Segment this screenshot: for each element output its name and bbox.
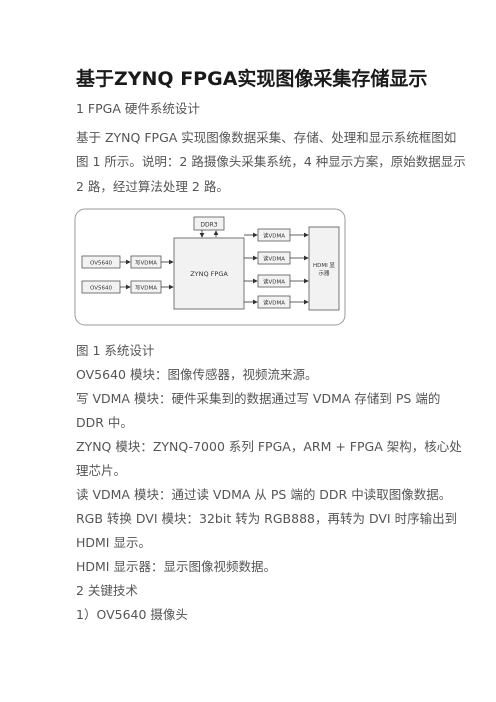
ov5640-label-2: OV5640 [90,286,112,292]
read-vdma-label-3: 读VDMA [263,278,285,286]
hdmi-display-block: HDMI 显 示器 [308,226,340,311]
ddr3-label: DDR3 [200,222,217,229]
zynq-fpga-block: ZYNQ FPGA [173,237,245,310]
ddr3-block: DDR3 [193,216,225,231]
body-line-write-vdma-1: 写 VDMA 模块：硬件采集到的数据通过写 VDMA 存储到 PS 端的 [76,391,441,406]
ov5640-label-1: OV5640 [90,261,112,267]
read-vdma-label-4: 读VDMA [263,299,285,307]
write-vdma-label-1: 写VDMA [135,260,157,267]
body-line-rgb-dvi-1: RGB 转换 DVI 模块：32bit 转为 RGB888，再转为 DVI 时序… [76,511,458,526]
intro-line-2: 图 1 所示。说明：2 路摄像头采集系统，4 种显示方案，原始数据显示 [76,154,466,169]
read-vdma-label-2: 读VDMA [263,255,285,263]
hdmi-label-line1: HDMI 显 [313,262,335,269]
body-line-write-vdma-2: DDR 中。 [76,415,133,430]
body-line-rgb-dvi-2: HDMI 显示。 [76,535,151,550]
body-line-read-vdma: 读 VDMA 模块：通过读 VDMA 从 PS 端的 DDR 中读取图像数据。 [76,487,452,502]
read-vdma-block-2: 读VDMA [244,251,309,265]
intro-line-3: 2 路，经过算法处理 2 路。 [76,179,229,194]
read-vdma-block-4: 读VDMA [244,295,309,309]
ov5640-block-2: OV5640 [81,280,121,294]
body-line-zynq-1: ZYNQ 模块：ZYNQ-7000 系列 FPGA，ARM + FPGA 架构，… [76,439,462,454]
read-vdma-label-1: 读VDMA [263,232,285,240]
write-vdma-block-2: 写VDMA [130,280,162,294]
subsection-heading-ov5640: 1）OV5640 摄像头 [76,607,188,622]
intro-line-1: 基于 ZYNQ FPGA 实现图像数据采集、存储、处理和显示系统框图如 [76,130,457,145]
zynq-label: ZYNQ FPGA [190,270,228,278]
system-block-diagram: DDR3 ZYNQ FPGA OV5640 写VDMA OV5640 写 [74,208,346,326]
read-vdma-block-3: 读VDMA [244,274,309,288]
write-vdma-block-1: 写VDMA [130,255,162,269]
body-line-zynq-2: 理芯片。 [76,463,127,478]
read-vdma-block-1: 读VDMA [244,228,309,242]
hdmi-label-line2: 示器 [318,270,330,277]
body-line-hdmi: HDMI 显示器：显示图像视频数据。 [76,559,276,574]
section-heading-1: 1 FPGA 硬件系统设计 [76,101,200,116]
figure-caption: 图 1 系统设计 [76,343,155,358]
section-heading-2: 2 关键技术 [76,583,138,598]
ov5640-block-1: OV5640 [81,255,121,269]
document-title: 基于ZYNQ FPGA实现图像采集存储显示 [76,68,428,90]
write-vdma-label-2: 写VDMA [135,285,157,292]
body-line-ov5640: OV5640 模块：图像传感器，视频流来源。 [76,367,318,382]
